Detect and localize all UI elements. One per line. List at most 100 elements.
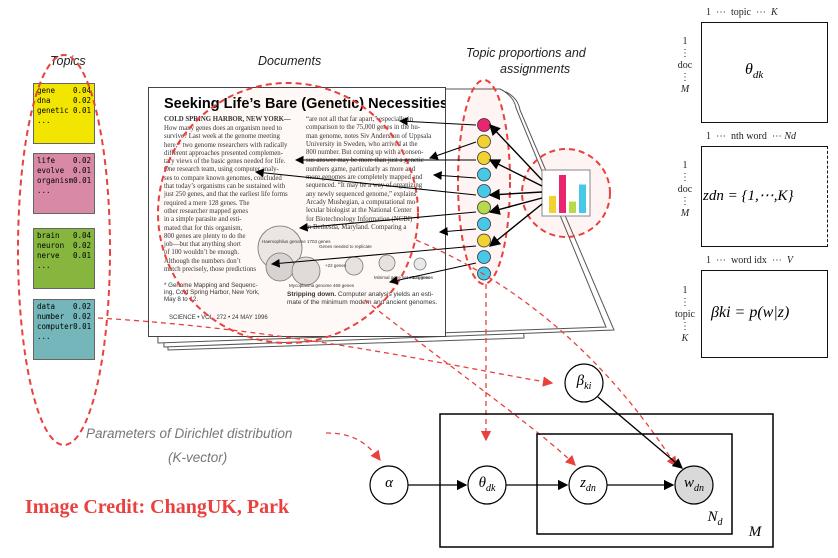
z-row-doc: doc xyxy=(677,184,693,195)
w-sub: dn xyxy=(694,483,704,494)
z-col-dots: ⋯ xyxy=(716,131,726,142)
theta-row-doc: doc xyxy=(677,60,693,71)
beta-col-1: 1 xyxy=(706,255,711,266)
w-symbol: w xyxy=(683,475,694,491)
topic-word: ... xyxy=(37,332,51,341)
theta-symbol: θ xyxy=(478,475,486,491)
topic-word: brain xyxy=(37,231,60,240)
topic-word-row: ... xyxy=(37,116,91,126)
theta-sub: dk xyxy=(485,483,496,494)
theta-row-dots2: ⋮ xyxy=(680,72,690,83)
topic-word-prob: 0.02 xyxy=(72,302,91,311)
beta-row-index: 1 ⋮ topic ⋮ K xyxy=(670,285,700,345)
topic-word-row: data 0.02 xyxy=(37,302,91,312)
theta-label: θdk xyxy=(468,475,506,494)
beta-row-topic: topic xyxy=(675,309,695,320)
z-row-1: 1 xyxy=(682,160,688,171)
z-col-nth: nth word xyxy=(731,131,767,142)
image-credit: Image Credit: ChangUK, Park xyxy=(25,496,290,518)
topic-word-prob: 0.01 xyxy=(72,106,91,115)
beta-col-index: 1 ⋯ word idx ⋯ V xyxy=(706,255,793,266)
topic-word-prob: 0.02 xyxy=(72,312,91,321)
topic-word: organism xyxy=(37,176,74,185)
z-matrix xyxy=(701,146,828,247)
topic-word-prob: 0.01 xyxy=(73,176,92,185)
topic-word: data xyxy=(37,302,56,311)
z-row-dots2: ⋮ xyxy=(680,196,690,207)
theta-matrix xyxy=(701,22,828,123)
theta-formula-sub: dk xyxy=(752,69,764,82)
diagram-remaining-label: +22 genes xyxy=(325,263,347,268)
beta-symbol: β xyxy=(576,373,585,389)
beta-label: βki xyxy=(565,373,603,392)
beta-col-dots: ⋯ xyxy=(716,255,726,266)
outer-plate-label: M xyxy=(748,524,762,540)
theta-col-index: 1 ⋯ topic ⋯ K xyxy=(706,7,778,18)
z-col-Nd: Nd xyxy=(784,131,797,142)
topic-word-prob: 0.04 xyxy=(72,86,91,95)
topic-word: gene xyxy=(37,86,56,95)
diagram-ancient-label: 128 genes xyxy=(412,275,434,280)
topic-word: neuron xyxy=(37,241,65,250)
topic-word: nerve xyxy=(37,251,60,260)
topic-word-row: ... xyxy=(37,332,91,342)
z-col-1: 1 xyxy=(706,131,711,142)
z-col-dots2: ⋯ xyxy=(771,131,782,142)
theta-row-dots: ⋮ xyxy=(680,48,690,59)
topic-word: genetic xyxy=(37,106,69,115)
topic-word: ... xyxy=(37,186,51,195)
topic-word-prob: 0.01 xyxy=(72,166,91,175)
beta-row-K: K xyxy=(681,333,689,344)
theta-col-K: K xyxy=(771,7,778,18)
topic-word-row: ... xyxy=(37,186,91,196)
topic-word: ... xyxy=(37,116,51,125)
theta-col-dots: ⋯ xyxy=(716,7,726,18)
param-label-line1: Parameters of Dirichlet distribution xyxy=(86,426,293,441)
topic-word-row: dna 0.02 xyxy=(37,96,91,106)
theta-col-topic: topic xyxy=(731,7,751,18)
inner-plate-label: Nd xyxy=(700,509,730,528)
proportions-header-line1: Topic proportions and xyxy=(466,46,586,60)
theta-row-M: M xyxy=(680,84,690,95)
topic-word-row: nerve 0.01 xyxy=(37,251,91,261)
theta-formula: θdk xyxy=(745,61,763,81)
param-label-line2: (K-vector) xyxy=(168,450,228,465)
topic-word-row: gene 0.04 xyxy=(37,86,91,96)
topic-word-prob: 0.02 xyxy=(72,156,91,165)
topic-word-row: neuron 0.02 xyxy=(37,241,91,251)
beta-row-dots2: ⋮ xyxy=(680,321,690,332)
theta-col-1: 1 xyxy=(706,7,711,18)
topic-word: life xyxy=(37,156,56,165)
topic-word-prob: 0.02 xyxy=(72,241,91,250)
topic-word: computer xyxy=(37,322,74,331)
beta-row-dots: ⋮ xyxy=(680,297,690,308)
z-formula: zdn = {1,⋯,K} xyxy=(703,188,794,204)
topic-word: dna xyxy=(37,96,51,105)
document-page: Seeking Life’s Bare (Genetic) Necessitie… xyxy=(148,87,446,337)
topic-word-row: ... xyxy=(37,261,91,271)
beta-formula: βki = p(w|z) xyxy=(711,304,790,321)
topic-word-prob: 0.02 xyxy=(72,96,91,105)
topic-word-prob: 0.01 xyxy=(72,251,91,260)
inner-plate-N: N xyxy=(707,509,718,525)
beta-col-wordidx: word idx xyxy=(731,255,767,266)
z-col-index: 1 ⋯ nth word ⋯ Nd xyxy=(706,131,796,142)
proportions-header-line2: assignments xyxy=(500,62,571,76)
theta-formula-symbol: θ xyxy=(745,61,753,78)
z-label: zdn xyxy=(569,475,607,494)
beta-col-V: V xyxy=(786,255,793,266)
w-label: wdn xyxy=(675,475,713,494)
beta-sub: ki xyxy=(584,381,592,392)
z-row-dots: ⋮ xyxy=(680,172,690,183)
beta-col-dots2: ⋯ xyxy=(771,255,782,266)
beta-row-1: 1 xyxy=(682,285,688,296)
topic-word-prob: 0.01 xyxy=(73,322,92,331)
z-symbol: z xyxy=(580,475,586,491)
